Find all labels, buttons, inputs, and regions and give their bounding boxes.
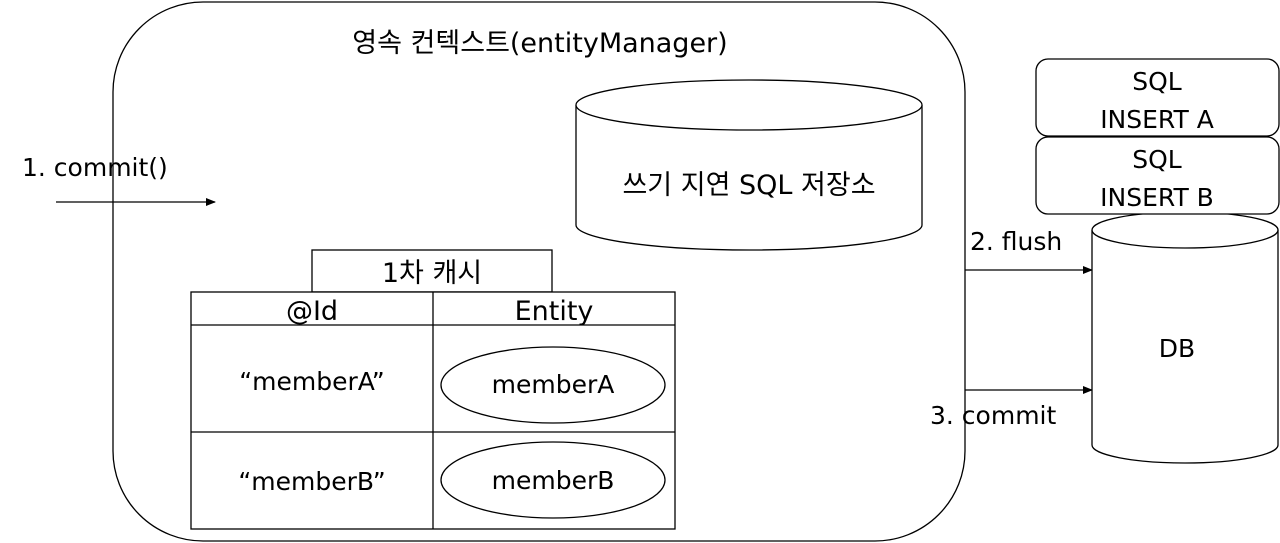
- commit-call-label: 1. commit(): [22, 153, 168, 182]
- sql-box-line1: SQL: [1132, 67, 1182, 96]
- db-label: DB: [1159, 334, 1195, 363]
- entity-ellipse: [440, 441, 666, 519]
- cache-header-id: @Id: [286, 296, 338, 327]
- cache-row-id: “memberB”: [238, 467, 385, 496]
- cache-title: 1차 캐시: [382, 258, 482, 289]
- write-store-cylinder: [575, 79, 923, 251]
- sql-box: [1035, 58, 1280, 137]
- flush-label: 2. flush: [970, 227, 1062, 256]
- sql-box-line2: INSERT A: [1100, 105, 1214, 134]
- cache-header-entity: Entity: [515, 296, 594, 327]
- cache-title-tab: [311, 249, 553, 293]
- db-cylinder: [1091, 211, 1279, 464]
- sql-box-line2: INSERT B: [1100, 183, 1214, 212]
- cache-row-entity: memberB: [492, 466, 615, 495]
- sql-box: [1035, 136, 1280, 215]
- sql-box-line1: SQL: [1132, 145, 1182, 174]
- cache-row-entity: memberA: [492, 370, 615, 399]
- cache-row-id: “memberA”: [239, 367, 385, 396]
- persistence-context-title: 영속 컨텍스트(entityManager): [352, 28, 727, 59]
- commit-label: 3. commit: [930, 401, 1056, 430]
- write-store-label: 쓰기 지연 SQL 저장소: [622, 170, 875, 201]
- entity-ellipse: [440, 346, 666, 424]
